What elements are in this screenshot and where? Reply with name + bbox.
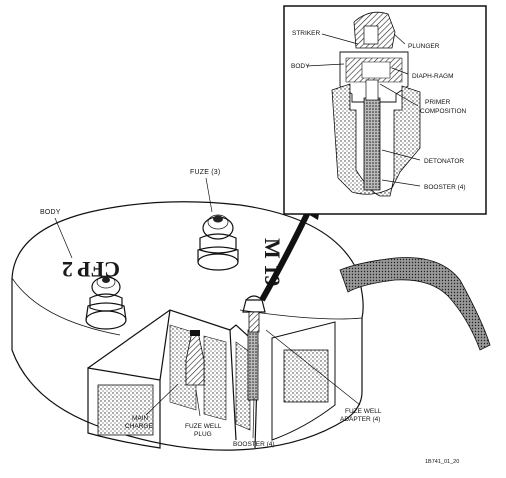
inset-leaders bbox=[306, 33, 421, 187]
label-fuze-well-adapter-1: FUZE WELL bbox=[345, 408, 382, 415]
label-inset-booster: BOOSTER (4) bbox=[424, 184, 466, 191]
label-main-charge-1: MAIN bbox=[132, 415, 149, 422]
label-fuze-well-plug-2: PLUG bbox=[194, 431, 212, 438]
label-fuze: FUZE (3) bbox=[190, 169, 220, 176]
label-inset-body: BODY bbox=[291, 63, 310, 70]
label-main-charge-2: CHARGE bbox=[125, 423, 153, 430]
inset-panel bbox=[283, 5, 487, 215]
label-diaphragm: DIAPH-RAGM bbox=[412, 73, 454, 80]
fuze-top bbox=[197, 214, 239, 271]
label-detonator: DETONATOR bbox=[424, 158, 464, 165]
figure-id: 1B741_01_20 bbox=[425, 459, 459, 465]
label-fuze-well-plug-1: FUZE WELL bbox=[185, 423, 222, 430]
main-leaders bbox=[54, 177, 361, 439]
label-primer-1: PRIMER bbox=[425, 99, 451, 106]
booster-shape bbox=[247, 329, 259, 401]
label-fuze-well-adapter-2: ADAPTER (4) bbox=[340, 416, 380, 423]
label-body: BODY bbox=[40, 209, 61, 216]
label-booster: BOOSTER (4) bbox=[233, 441, 275, 448]
fuze-left bbox=[85, 275, 127, 330]
label-plunger: PLUNGER bbox=[408, 43, 440, 50]
label-striker: STRIKER bbox=[292, 30, 320, 37]
label-primer-2: COMPOSITION bbox=[420, 108, 467, 115]
fuze-cutaway bbox=[242, 295, 266, 333]
cutaway-section bbox=[87, 309, 336, 449]
carrying-strap bbox=[339, 257, 491, 351]
